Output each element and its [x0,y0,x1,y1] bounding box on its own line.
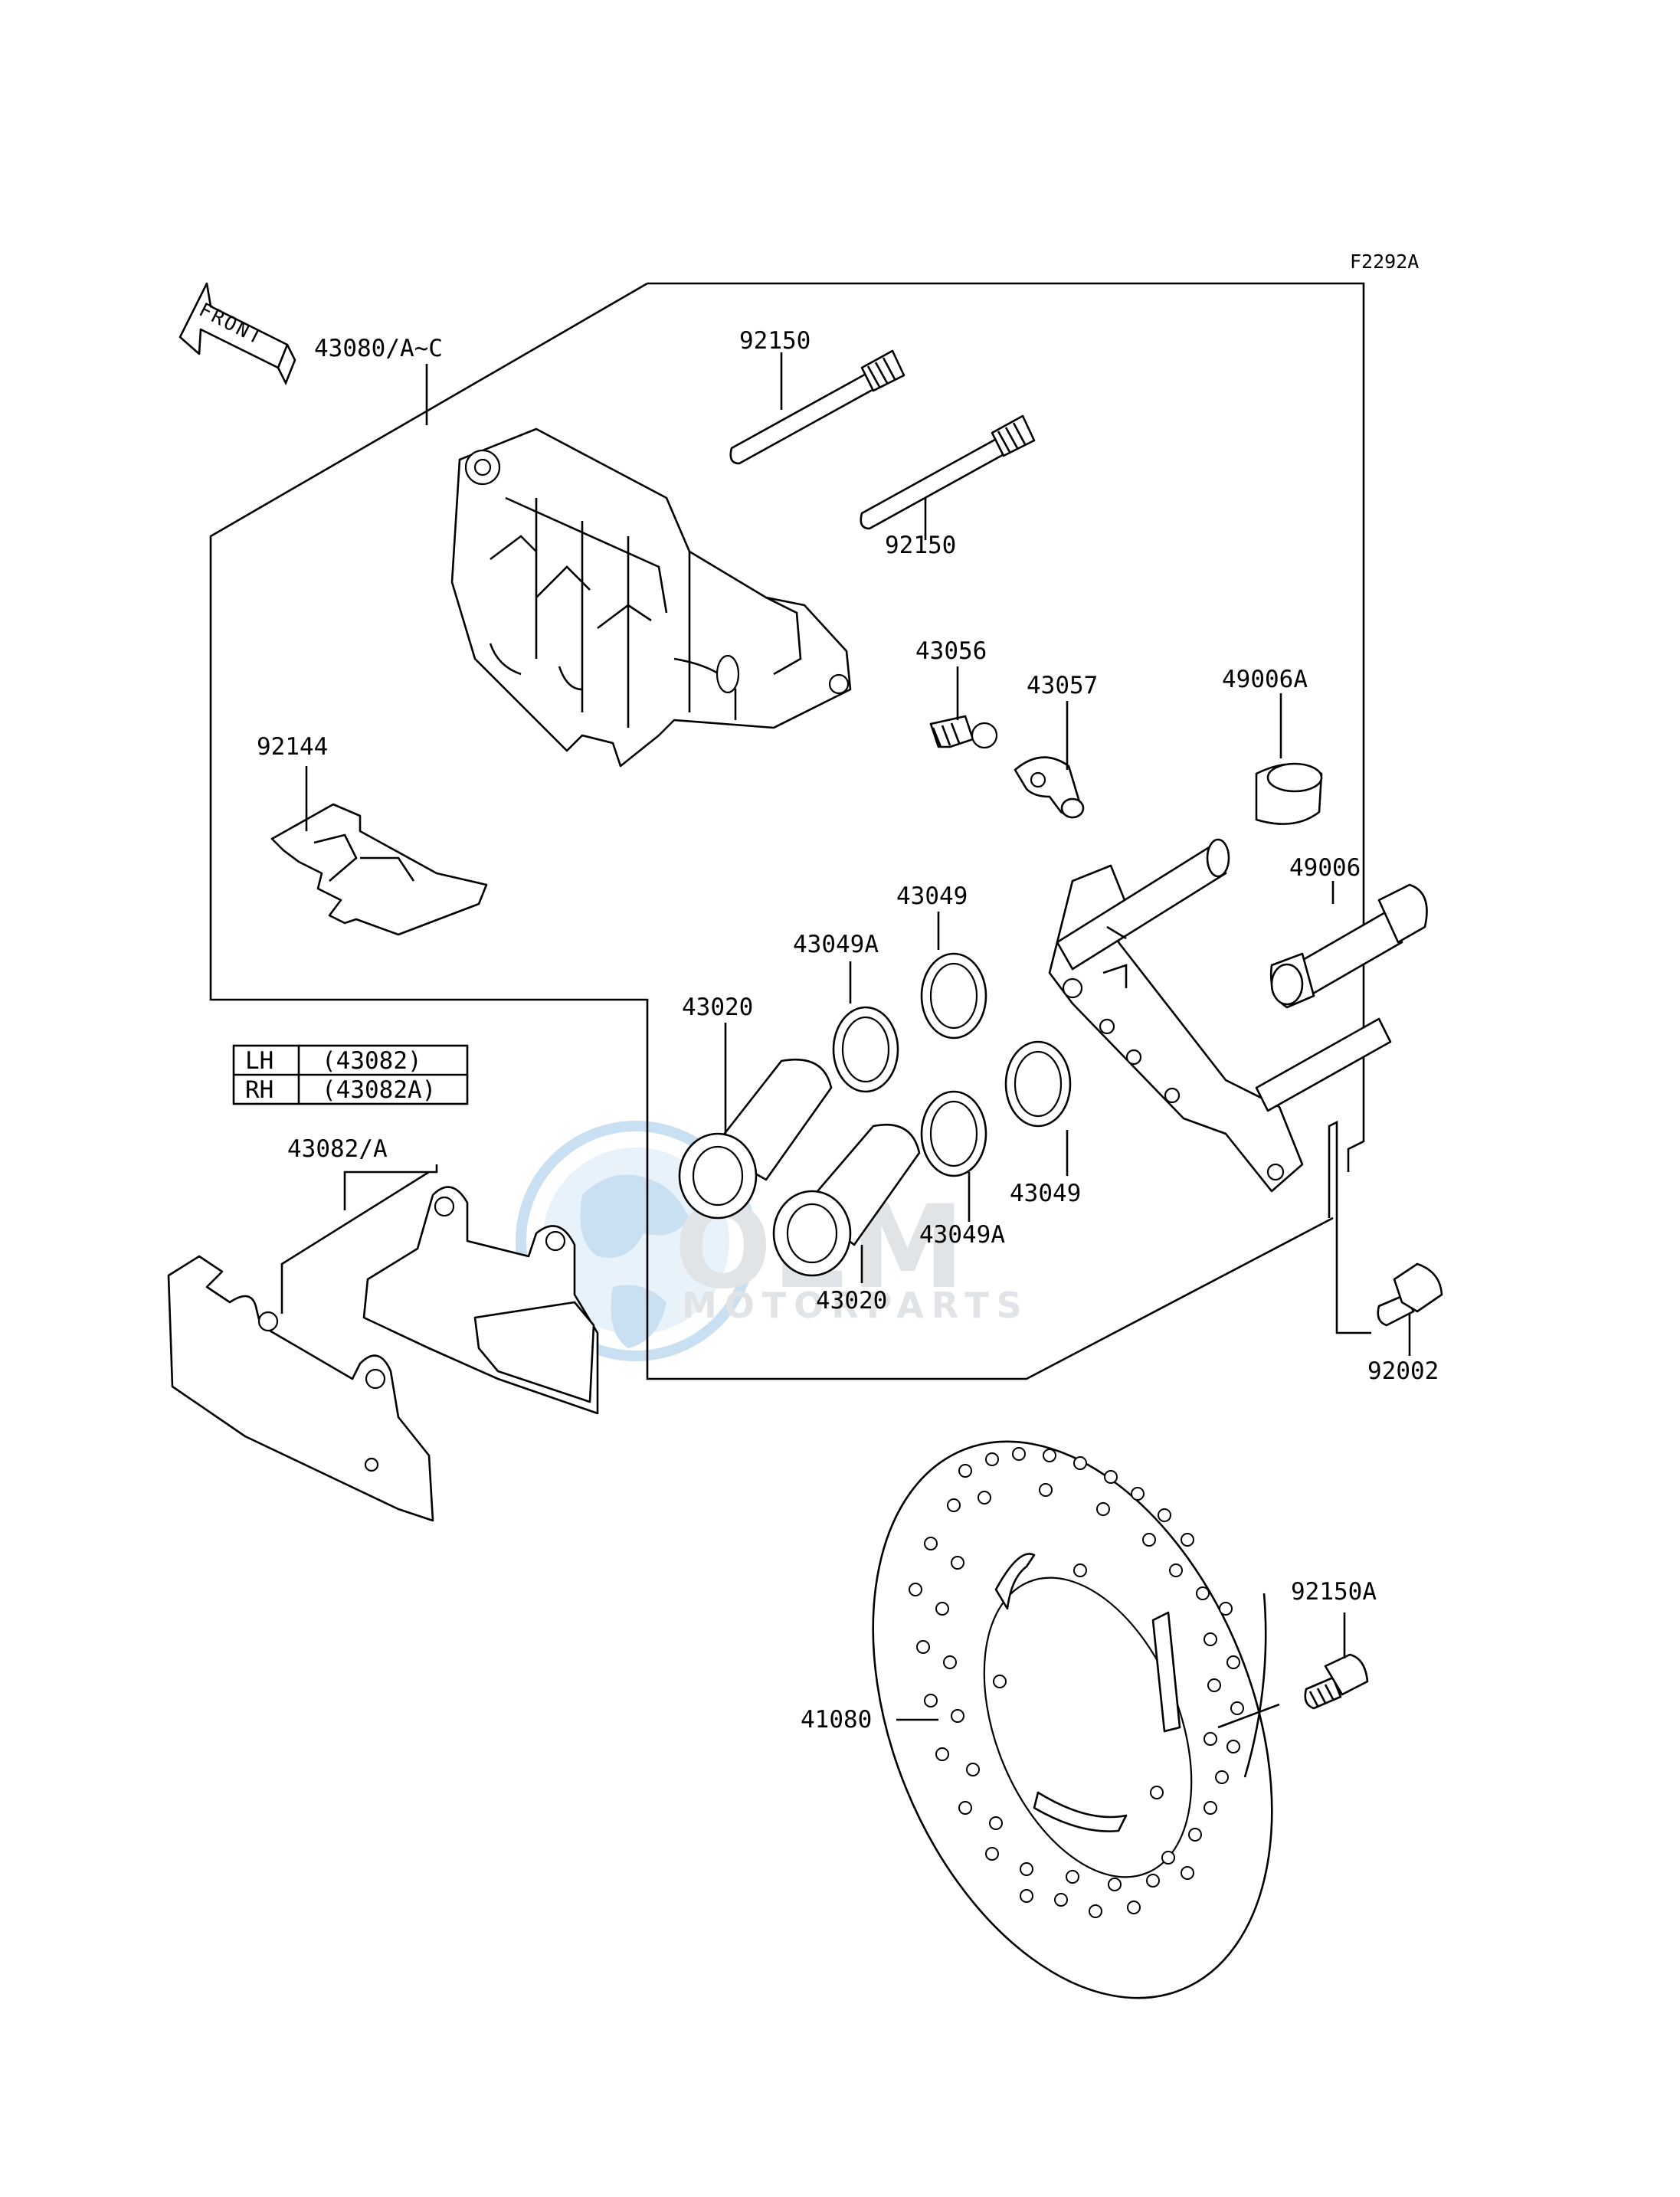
seal-43049-lower [1004,1040,1072,1128]
label-caliper-assy: 43080/A~C [314,335,443,362]
label-piston-lower: 43020 [816,1287,887,1315]
label-bleeder-cap: 43057 [1027,672,1098,699]
label-disc: 41080 [801,1706,872,1734]
watermark-sub: MOTORPARTS [682,1285,1030,1326]
seal-43049a-lower [920,1090,987,1177]
pad-set-leader [280,1164,438,1314]
side-table-row-lh-side: LH [245,1047,273,1075]
caliper-body [450,427,852,768]
disc-bolt-92150a [1304,1653,1369,1710]
pad-spring [270,803,488,936]
brake-pad-rear [362,1186,599,1415]
leader-lines [305,352,1411,1729]
label-seal-b-lower: 43049A [919,1221,1005,1249]
label-disc-bolt: 92150A [1291,1578,1377,1606]
label-bolt-collar: 49006 [1289,854,1361,882]
collar-bolt-49006 [1269,883,1428,1009]
piston-43020-upper [678,1058,833,1220]
part-labels: 43080/A~C 92150 92150 43056 43057 49006A… [257,327,1439,1734]
side-table: LH (43082) RH (43082A) [232,1044,469,1105]
boot-49006a [1255,762,1323,825]
seal-43049a-upper [832,1006,899,1093]
figure-id: F2292A [1350,250,1419,273]
label-pad-spring: 92144 [257,733,328,761]
label-seal-b-upper: 43049A [793,931,879,958]
bracket-bolt-92002 [1377,1262,1443,1327]
label-pin-bottom: 92150 [885,532,956,559]
label-piston-upper: 43020 [682,994,753,1021]
front-arrow-icon: FRONT [178,282,296,386]
caliper-assy-frame [209,282,1365,1380]
brake-disc [872,1440,1273,1999]
side-table-row-rh-part: (43082A) [322,1076,436,1104]
bracket-bolt-leader [1328,1120,1371,1334]
side-table-row-rh-side: RH [245,1076,273,1104]
label-seal-a-upper: 43049 [896,882,968,910]
brake-pad-front [167,1255,434,1522]
label-bracket-bolt: 92002 [1367,1357,1439,1385]
piston-43020-lower [772,1123,921,1277]
label-seal-a-lower: 43049 [1010,1180,1081,1207]
bleeder-valve [929,715,998,749]
slide-pin-upper [729,349,905,465]
caliper-bracket [1048,838,1392,1193]
slide-pin-lower [860,414,1036,530]
seal-43049-upper [920,952,987,1040]
label-pad-set: 43082/A [287,1135,388,1163]
label-pin-top: 92150 [739,327,811,355]
label-bleeder: 43056 [915,637,987,665]
side-table-row-lh-part: (43082) [322,1047,422,1075]
bleeder-cap [1014,756,1085,819]
label-boot-small: 49006A [1222,666,1308,693]
